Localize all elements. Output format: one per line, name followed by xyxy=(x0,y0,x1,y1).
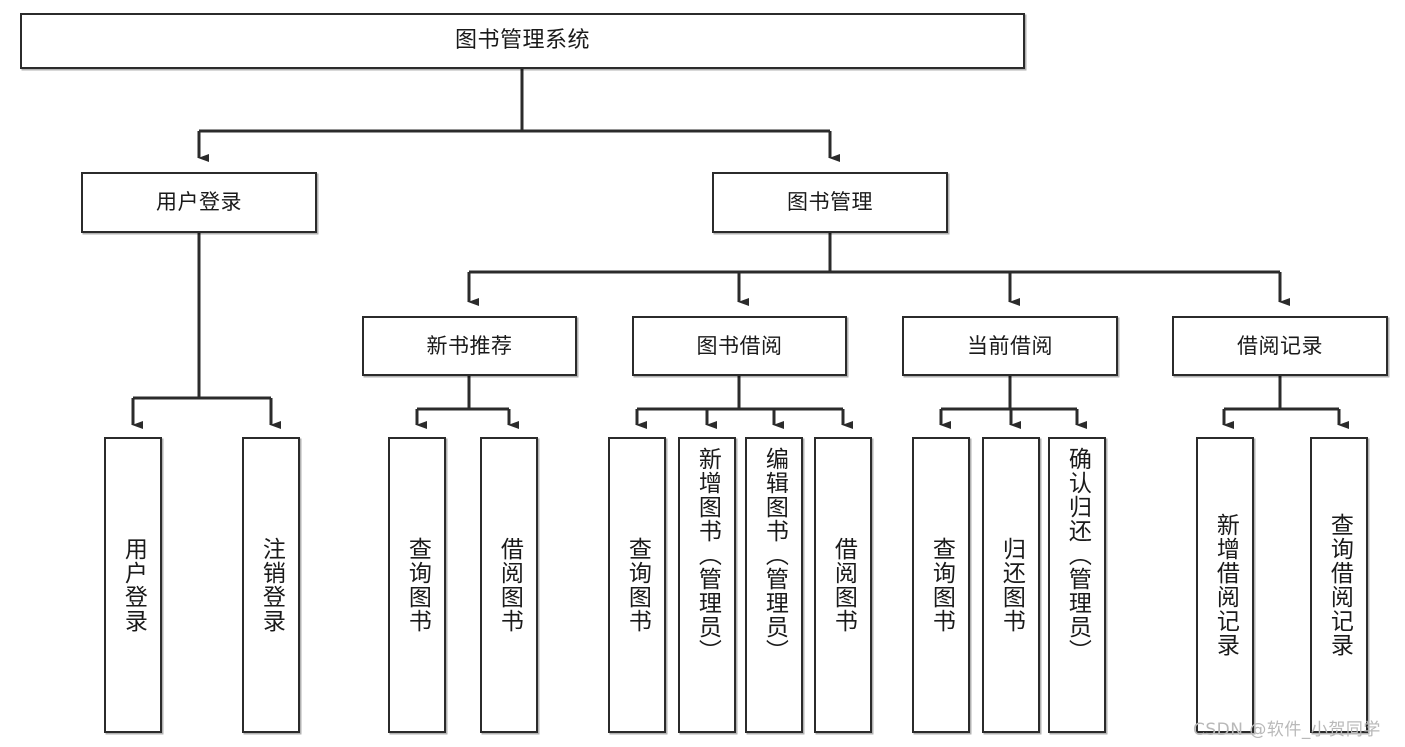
node-borrow-record-label: 借阅记录 xyxy=(1237,333,1323,358)
leaf-query-book-3-label: 查询图书 xyxy=(928,537,955,633)
leaf-return-book[interactable]: 归还图书 xyxy=(982,437,1040,733)
leaf-logout-login-label: 注销登录 xyxy=(258,537,285,633)
leaf-borrow-book-2[interactable]: 借阅图书 xyxy=(814,437,872,733)
node-new-book-recommend-label: 新书推荐 xyxy=(426,333,513,358)
node-book-borrow[interactable]: 图书借阅 xyxy=(632,316,847,376)
leaf-edit-book[interactable]: 编辑图书（管理员） xyxy=(745,437,803,733)
leaf-confirm-return-label: 确认归还（管理员） xyxy=(1064,447,1091,663)
node-current-borrow[interactable]: 当前借阅 xyxy=(902,316,1118,376)
leaf-user-login[interactable]: 用户登录 xyxy=(104,437,162,733)
leaf-query-book-1-label: 查询图书 xyxy=(404,537,431,633)
leaf-add-record[interactable]: 新增借阅记录 xyxy=(1196,437,1254,733)
leaf-confirm-return[interactable]: 确认归还（管理员） xyxy=(1048,437,1106,733)
node-root-label: 图书管理系统 xyxy=(454,28,590,53)
node-root[interactable]: 图书管理系统 xyxy=(20,13,1025,69)
leaf-query-record[interactable]: 查询借阅记录 xyxy=(1310,437,1368,733)
leaf-query-record-label: 查询借阅记录 xyxy=(1326,513,1353,657)
leaf-query-book-2-label: 查询图书 xyxy=(624,537,651,633)
leaf-add-record-label: 新增借阅记录 xyxy=(1212,513,1239,657)
leaf-borrow-book-1[interactable]: 借阅图书 xyxy=(480,437,538,733)
leaf-query-book-3[interactable]: 查询图书 xyxy=(912,437,970,733)
leaf-return-book-label: 归还图书 xyxy=(998,537,1025,633)
leaf-add-book-label: 新增图书（管理员） xyxy=(694,447,721,663)
leaf-add-book[interactable]: 新增图书（管理员） xyxy=(678,437,736,733)
node-book-management-label: 图书管理 xyxy=(787,190,873,214)
leaf-edit-book-label: 编辑图书（管理员） xyxy=(761,447,788,663)
node-book-borrow-label: 图书借阅 xyxy=(696,333,783,358)
node-new-book-recommend[interactable]: 新书推荐 xyxy=(362,316,577,376)
leaf-user-login-label: 用户登录 xyxy=(120,537,147,633)
node-book-management[interactable]: 图书管理 xyxy=(712,172,948,233)
node-current-borrow-label: 当前借阅 xyxy=(967,333,1053,358)
node-user-login[interactable]: 用户登录 xyxy=(81,172,317,233)
leaf-logout-login[interactable]: 注销登录 xyxy=(242,437,300,733)
leaf-query-book-2[interactable]: 查询图书 xyxy=(608,437,666,733)
leaf-borrow-book-1-label: 借阅图书 xyxy=(496,537,523,633)
node-borrow-record[interactable]: 借阅记录 xyxy=(1172,316,1388,376)
node-user-login-label: 用户登录 xyxy=(156,190,242,214)
leaf-borrow-book-2-label: 借阅图书 xyxy=(830,537,857,633)
leaf-query-book-1[interactable]: 查询图书 xyxy=(388,437,446,733)
